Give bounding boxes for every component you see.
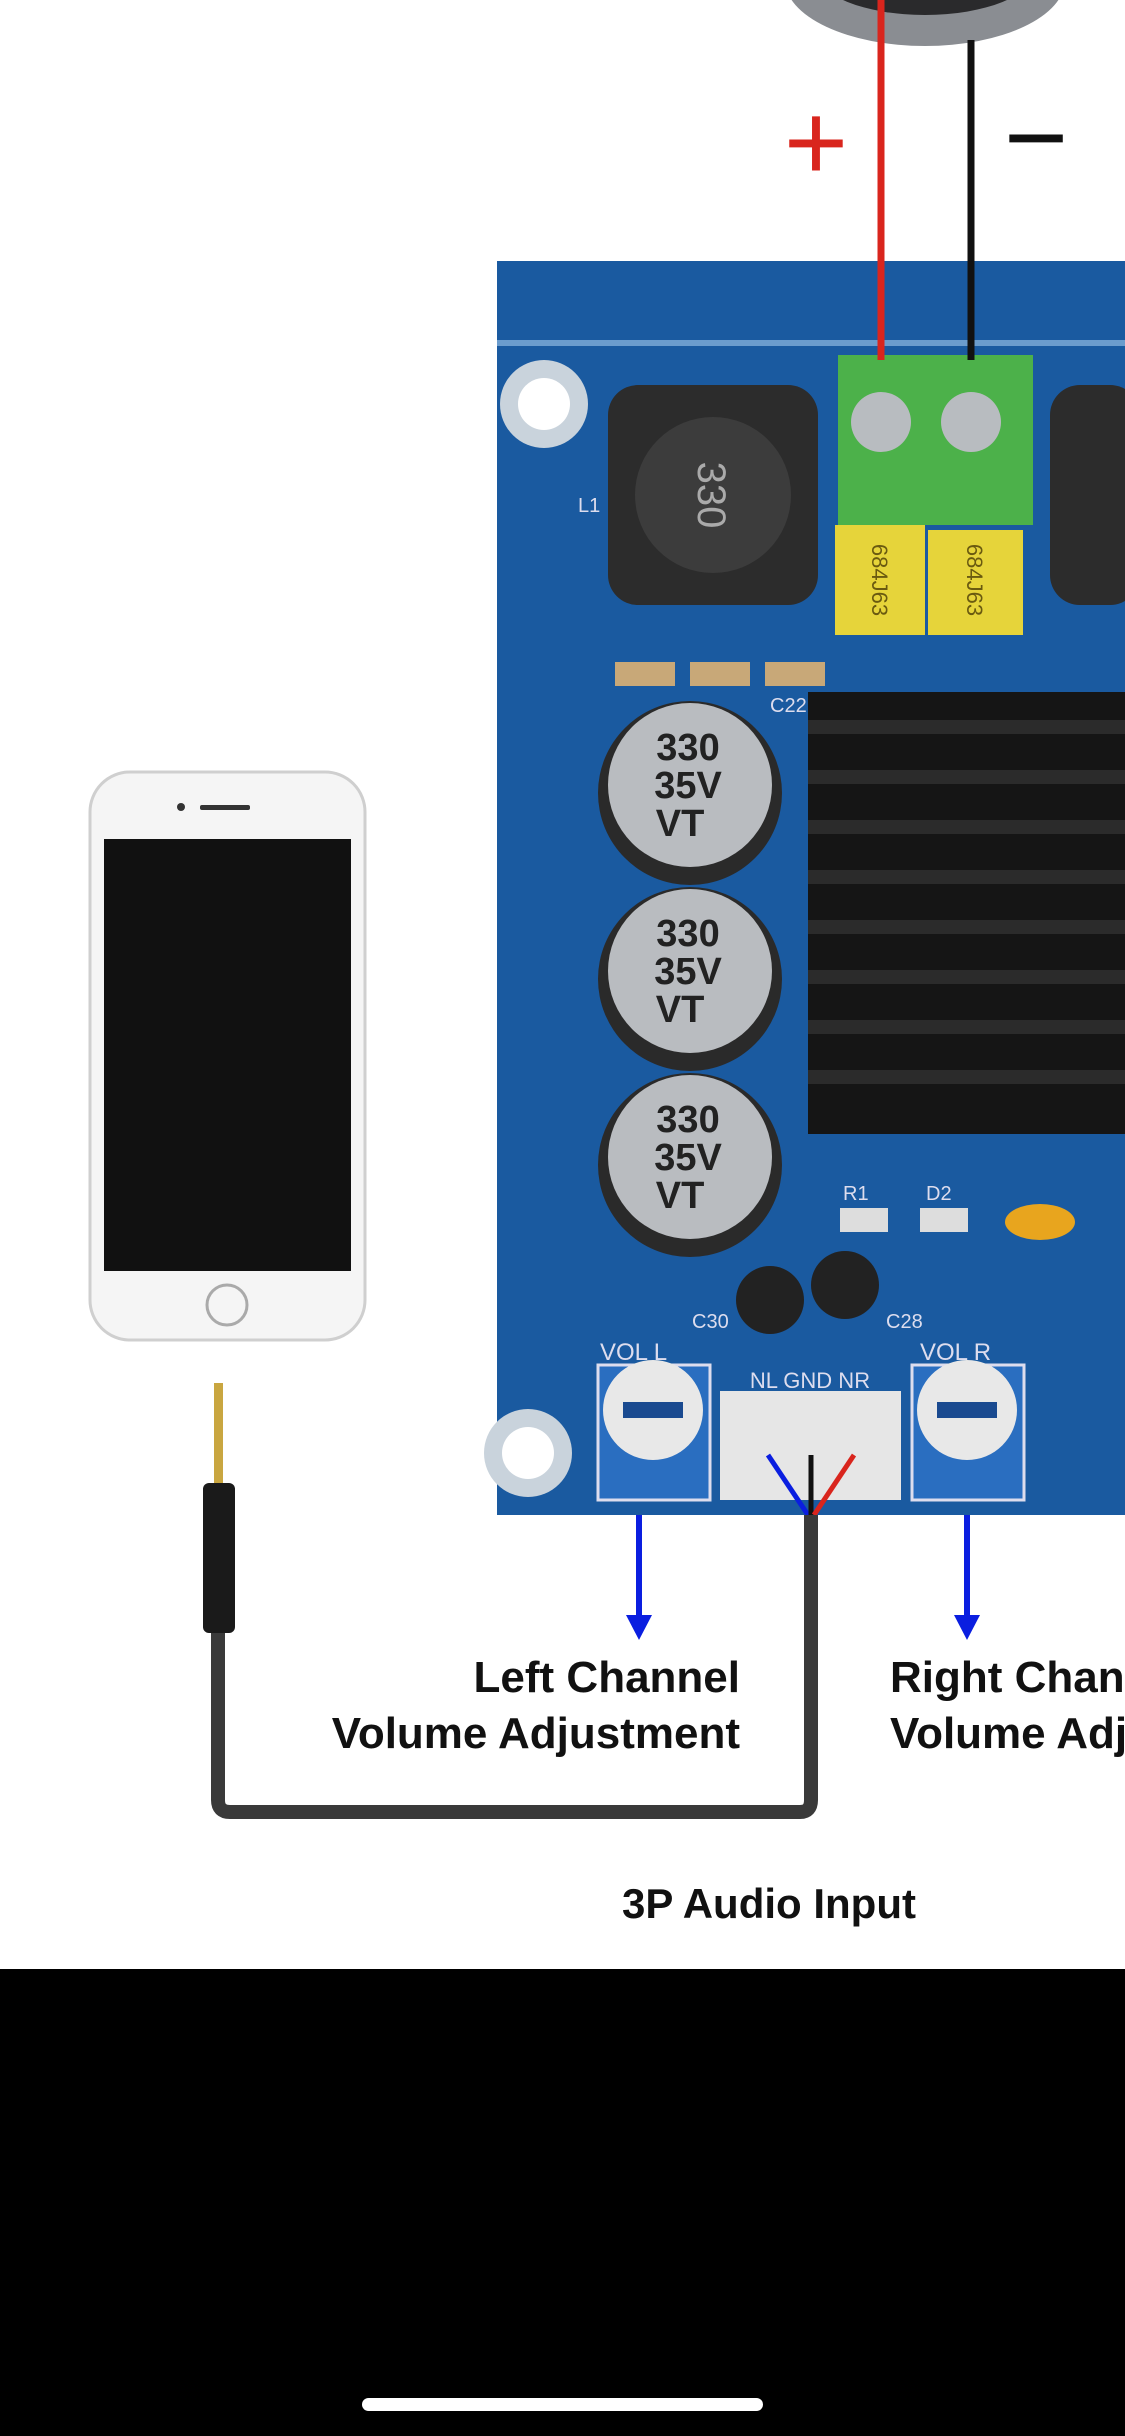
- ref-r1: R1: [843, 1183, 869, 1205]
- svg-text:NL GND NR: NL GND NR: [750, 1368, 870, 1393]
- film-cap-marking: 684J63: [962, 544, 987, 616]
- ref-c30: C30: [692, 1311, 729, 1333]
- svg-text:330: 330: [656, 1099, 719, 1141]
- image-viewer[interactable]: 330 L1 684J63 684J63 C22 330 35V VT: [0, 0, 1125, 1969]
- amplifier-board: 330 L1 684J63 684J63 C22 330 35V VT: [484, 261, 1125, 1515]
- electrolytic-capacitor: 330 35V VT: [598, 701, 782, 885]
- volume-pot-left[interactable]: VOL L: [596, 1339, 712, 1502]
- svg-text:330: 330: [656, 727, 719, 769]
- ref-c28: C28: [886, 1311, 923, 1333]
- right-channel-label: Right Channel Volume Adjustment: [890, 1650, 1125, 1762]
- ref-l1: L1: [578, 495, 600, 517]
- label-line: Left Channel: [473, 1653, 740, 1702]
- label-line: Volume Adjustment: [331, 1709, 740, 1758]
- home-indicator[interactable]: [362, 2398, 763, 2411]
- amplifier-wiring-diagram: 330 L1 684J63 684J63 C22 330 35V VT: [88, 0, 1125, 1819]
- label-line: Right Channel: [890, 1653, 1125, 1702]
- svg-text:VT: VT: [656, 803, 705, 845]
- svg-text:35V: 35V: [654, 951, 722, 993]
- film-capacitor: [928, 530, 1023, 635]
- svg-text:330: 330: [656, 913, 719, 955]
- svg-text:VOL R: VOL R: [920, 1339, 991, 1366]
- electrolytic-capacitor: 330 35V VT: [598, 887, 782, 1071]
- plus-sign: +: [784, 81, 848, 204]
- audio-cable: [211, 1515, 818, 1819]
- svg-text:VT: VT: [656, 989, 705, 1031]
- label-line: Volume Adjustment: [890, 1709, 1125, 1758]
- film-capacitor: [835, 525, 925, 635]
- speaker-icon: [791, 0, 1059, 46]
- svg-text:35V: 35V: [654, 1137, 722, 1179]
- svg-text:35V: 35V: [654, 765, 722, 807]
- minus-sign: −: [1004, 76, 1068, 199]
- smartphone-icon: [88, 770, 367, 1342]
- volume-pot-right[interactable]: VOL R: [910, 1339, 1026, 1502]
- svg-text:VOL L: VOL L: [600, 1339, 667, 1366]
- film-cap-marking: 684J63: [867, 544, 892, 616]
- ref-c22: C22: [770, 695, 807, 717]
- ref-d2: D2: [926, 1183, 952, 1205]
- audio-jack-icon: [203, 1383, 235, 1633]
- svg-text:VT: VT: [656, 1175, 705, 1217]
- inductor-marking: 330: [689, 462, 733, 529]
- heatsink: [808, 692, 1125, 1134]
- left-channel-label: Left Channel Volume Adjustment: [332, 1650, 740, 1762]
- audio-input-label: 3P Audio Input: [622, 1880, 916, 1927]
- arrow-down-icon: [626, 1515, 652, 1640]
- electrolytic-capacitor: 330 35V VT: [598, 1073, 782, 1257]
- arrow-down-icon: [954, 1515, 980, 1640]
